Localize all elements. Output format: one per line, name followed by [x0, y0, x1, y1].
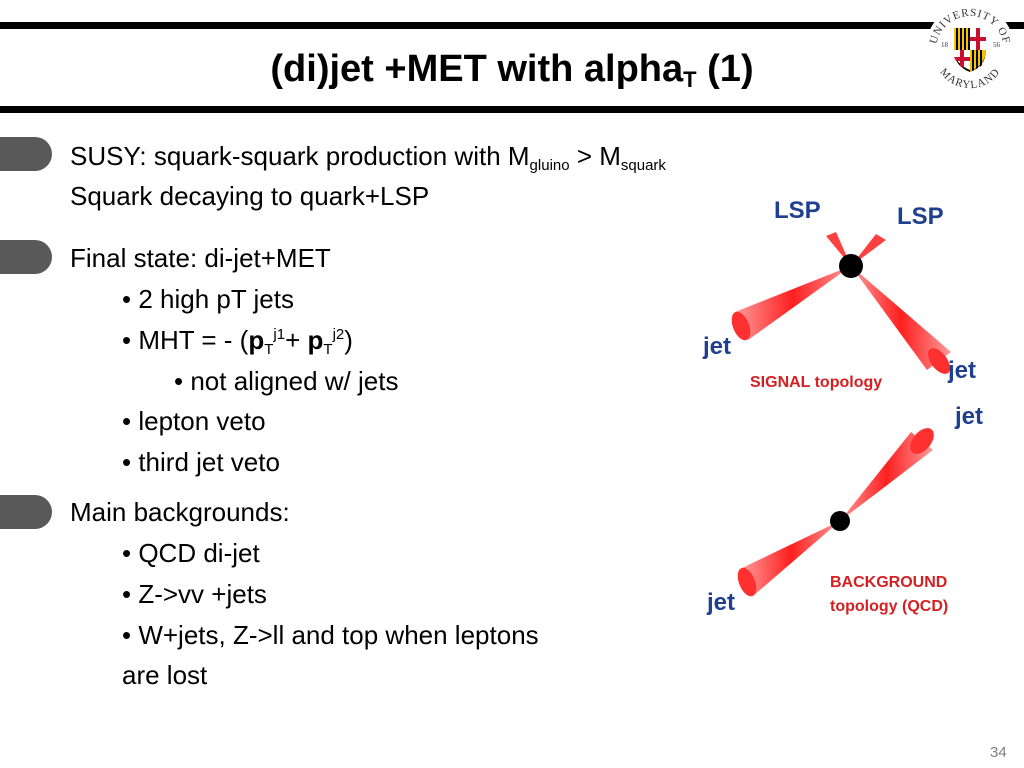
background-caption-line-1: BACKGROUND	[830, 574, 947, 591]
mht-close: )	[344, 325, 353, 355]
backgrounds-heading: Main backgrounds:	[70, 497, 290, 527]
signal-jet-right-cone	[851, 266, 951, 374]
university-seal-logo: UNIVERSITY OF MARYLAND 18 56	[926, 4, 1014, 92]
mht-sub1: T	[264, 341, 274, 358]
topology-diagram: LSP LSP jet jet SIGNAL topology jet jet …	[702, 197, 983, 616]
signal-vertex-dot	[839, 254, 863, 278]
susy-text-a: SUSY: squark-squark production with M	[70, 141, 530, 171]
mht-text: • MHT = - (	[122, 325, 249, 355]
final-state-item-not-aligned: • not aligned w/ jets	[174, 366, 399, 396]
background-label-jet-top: jet	[954, 403, 983, 430]
final-state-item-lepton-veto: • lepton veto	[122, 406, 266, 436]
susy-text-b: > M	[569, 141, 621, 171]
mht-p2: p	[307, 325, 324, 355]
background-topology-figure: jet jet BACKGROUND topology (QCD)	[706, 403, 983, 616]
background-label-jet-bottom: jet	[706, 589, 735, 616]
backgrounds-item-qcd: • QCD di-jet	[122, 538, 260, 568]
section-marker-backgrounds	[0, 495, 52, 529]
slide-title: (di)jet +MET with alphaT (1)	[0, 44, 1024, 105]
mht-plus: +	[285, 325, 308, 355]
background-jet-top-cone	[840, 428, 934, 521]
mht-sup2: j2	[332, 326, 345, 343]
final-state-heading: Final state: di-jet+MET	[70, 243, 331, 273]
signal-jet-left-cone	[731, 266, 851, 341]
final-state-item-high-pt-jets: • 2 high pT jets	[122, 284, 294, 314]
signal-caption: SIGNAL topology	[750, 374, 882, 391]
title-text: (di)jet +MET with alpha	[270, 48, 684, 90]
susy-sub-gluino: gluino	[529, 157, 570, 174]
background-caption-line-2: topology (QCD)	[830, 598, 948, 615]
maryland-flag-shield-icon	[954, 28, 986, 72]
logo-year-right: 56	[993, 41, 1001, 49]
background-jet-bottom-cone	[737, 521, 840, 597]
top-rule	[0, 22, 1024, 29]
logo-year-left: 18	[941, 41, 949, 49]
mht-p1: p	[248, 325, 265, 355]
section-marker-final-state	[0, 240, 52, 274]
section-marker-susy	[0, 137, 52, 171]
final-state-item-mht: • MHT = - (pTj1+ pTj2)	[122, 320, 353, 360]
backgrounds-item-wjets-cont: are lost	[122, 660, 208, 690]
signal-label-lsp-right: LSP	[897, 203, 944, 230]
page-number: 34	[990, 744, 1007, 761]
susy-line-1: SUSY: squark-squark production with Mglu…	[70, 136, 666, 176]
title-subscript: T	[683, 67, 697, 92]
signal-label-jet-right: jet	[947, 357, 976, 384]
signal-label-lsp-left: LSP	[774, 197, 821, 224]
backgrounds-item-wjets: • W+jets, Z->ll and top when leptons	[122, 620, 539, 650]
background-vertex-dot	[830, 511, 850, 531]
bottom-rule	[0, 106, 1024, 113]
susy-line-2: Squark decaying to quark+LSP	[70, 181, 430, 211]
mht-sub2: T	[323, 341, 333, 358]
backgrounds-item-zvv: • Z->vv +jets	[122, 579, 267, 609]
susy-sub-squark: squark	[620, 157, 666, 174]
signal-label-jet-left: jet	[702, 333, 731, 360]
title-suffix: (1)	[696, 48, 754, 90]
signal-topology-figure: LSP LSP jet jet SIGNAL topology	[702, 197, 976, 391]
final-state-item-third-jet-veto: • third jet veto	[122, 447, 280, 477]
mht-sup1: j1	[273, 326, 286, 343]
